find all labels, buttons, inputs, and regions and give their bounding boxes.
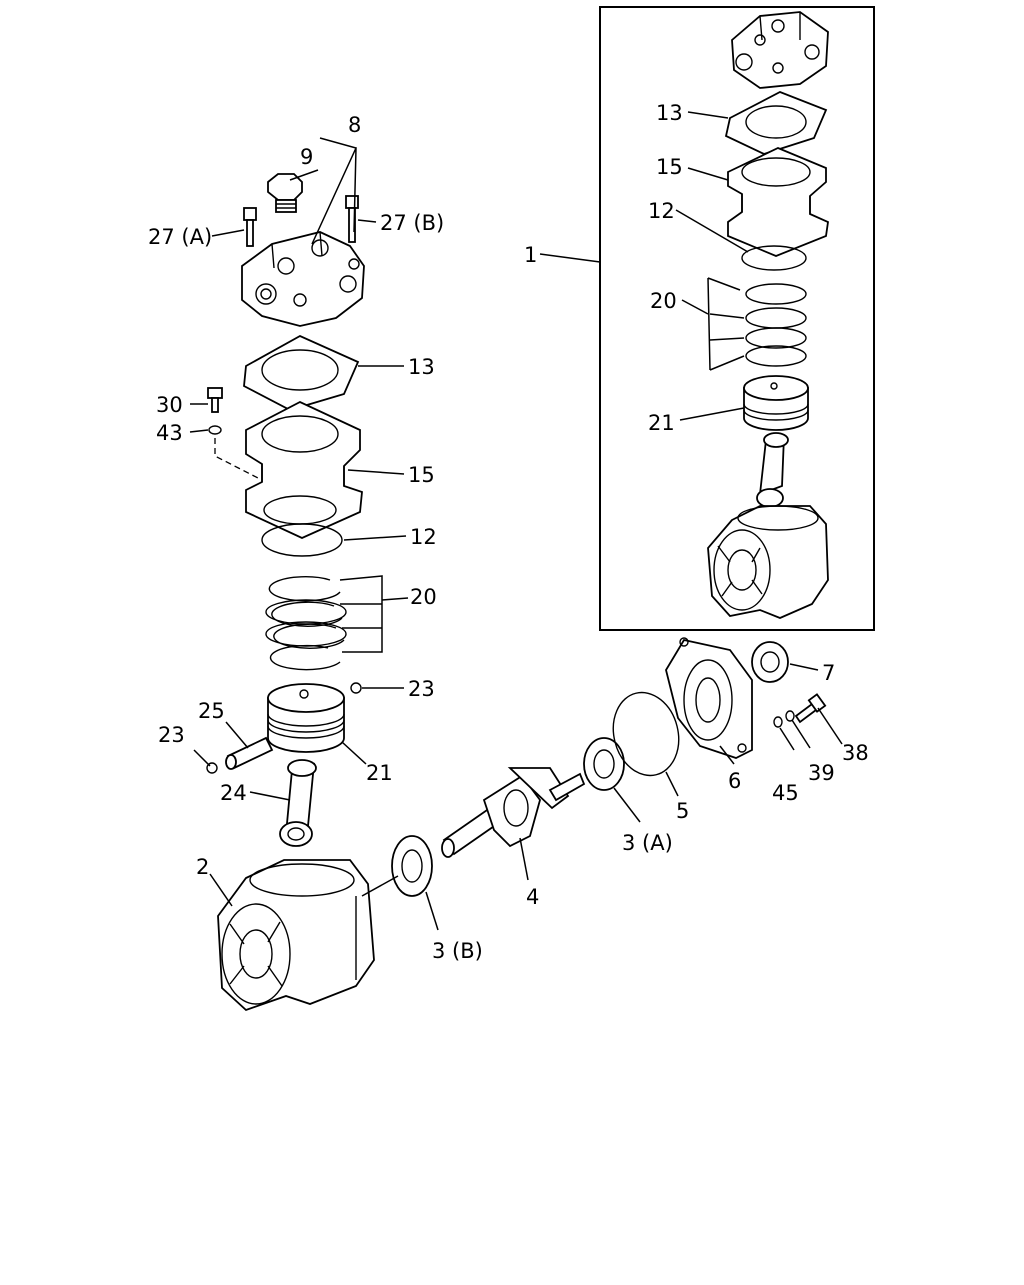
part-45-washer xyxy=(773,716,783,728)
part-20-piston-rings xyxy=(265,576,347,671)
callout-27a: 27 (A) xyxy=(148,225,212,249)
part-5-o-ring xyxy=(612,691,680,777)
part-8-cylinder-head xyxy=(241,231,365,327)
callout-6: 6 xyxy=(728,769,741,793)
callout-45: 45 xyxy=(772,781,799,805)
callout-25: 25 xyxy=(198,699,225,723)
part-9-plug xyxy=(267,173,303,213)
part-43-washer xyxy=(208,425,222,435)
kit-box xyxy=(599,6,875,631)
kit-cylinder-head xyxy=(731,11,829,89)
callout-23-left: 23 xyxy=(158,723,185,747)
part-39-washer xyxy=(785,710,795,722)
part-4-crankshaft xyxy=(441,767,586,858)
part-15-cylinder xyxy=(245,400,363,539)
leader-dashed-30 xyxy=(214,438,259,479)
callout-38: 38 xyxy=(842,741,869,765)
part-2-crankcase xyxy=(217,859,375,1012)
callout-43: 43 xyxy=(156,421,183,445)
part-30-bolt xyxy=(207,387,223,413)
callout-20-kit: 20 xyxy=(650,289,677,313)
kit-piston-21 xyxy=(743,375,809,431)
callout-3b: 3 (B) xyxy=(432,939,483,963)
part-13-gasket xyxy=(243,334,360,411)
callout-4: 4 xyxy=(526,885,539,909)
callout-21: 21 xyxy=(366,761,393,785)
callout-12: 12 xyxy=(410,525,437,549)
part-38-bolt xyxy=(794,693,827,724)
callout-39: 39 xyxy=(808,761,835,785)
callout-9: 9 xyxy=(300,145,313,169)
part-25-piston-pin xyxy=(225,736,274,770)
part-3a-bearing xyxy=(583,737,625,791)
callout-21-kit: 21 xyxy=(648,411,675,435)
kit-crankcase xyxy=(707,505,829,619)
callout-5: 5 xyxy=(676,799,689,823)
kit-piston-rings-20 xyxy=(707,277,807,371)
kit-gasket-13 xyxy=(724,91,828,155)
part-21-piston xyxy=(267,683,345,753)
callout-24: 24 xyxy=(220,781,247,805)
callout-12-kit: 12 xyxy=(648,199,675,223)
callout-13-kit: 13 xyxy=(656,101,683,125)
part-24-connecting-rod xyxy=(279,759,317,847)
callout-15: 15 xyxy=(408,463,435,487)
part-23-circlip-left xyxy=(206,762,218,774)
part-23-circlip-right xyxy=(350,682,362,694)
callout-30: 30 xyxy=(156,393,183,417)
callout-2: 2 xyxy=(196,855,209,879)
callout-labels: 1 13 15 12 20 21 8 9 27 (A) 27 (B) 13 30… xyxy=(148,101,869,963)
callout-3a: 3 (A) xyxy=(622,831,673,855)
part-27b-bolt xyxy=(345,195,359,243)
callout-27b: 27 (B) xyxy=(380,211,444,235)
part-3b-bearing xyxy=(391,835,433,897)
kit-connecting-rod xyxy=(756,432,789,508)
callout-8: 8 xyxy=(348,113,361,137)
kit-o-ring-12 xyxy=(741,245,807,271)
callout-13: 13 xyxy=(408,355,435,379)
callout-7: 7 xyxy=(822,661,835,685)
part-7-seal xyxy=(751,641,789,683)
part-6-end-cover xyxy=(665,637,753,759)
part-27a-bolt xyxy=(243,207,257,247)
leader-lines xyxy=(189,111,843,931)
kit-cylinder-15 xyxy=(727,147,829,257)
part-12-o-ring xyxy=(261,523,343,557)
callout-23-right: 23 xyxy=(408,677,435,701)
callout-1: 1 xyxy=(524,243,537,267)
callout-15-kit: 15 xyxy=(656,155,683,179)
callout-20: 20 xyxy=(410,585,437,609)
